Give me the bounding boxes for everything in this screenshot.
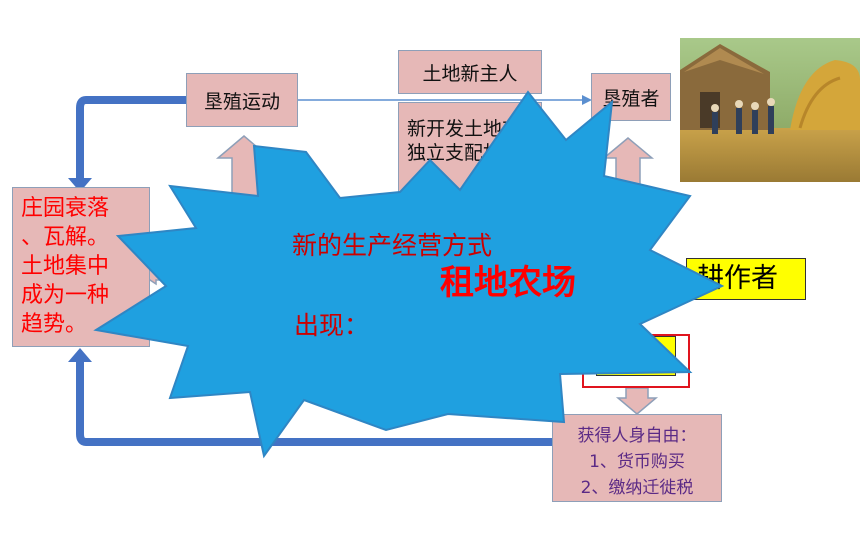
land-new-owner-label: 土地新主人: [422, 62, 518, 85]
burst-line-2: 出现：: [294, 311, 370, 340]
freedom-item-1: 1、货币购买: [589, 452, 685, 472]
manor-line-4: 成为一种: [21, 283, 110, 308]
new-land-text: 新开发土地有独立支配权: [407, 118, 522, 164]
block-arrow-down-serf: [615, 387, 659, 415]
reclamation-box: 垦殖运动: [186, 73, 298, 127]
connector-freedom-to-manor: [76, 360, 552, 446]
arrowhead-up-manor: [68, 348, 92, 362]
manor-line-5: 趋势。: [21, 312, 88, 337]
freedom-box: 获得人身自由： 1、货币购买 2、缴纳迁徙税: [552, 414, 722, 502]
reclamation-label: 垦殖运动: [203, 90, 280, 113]
freedom-title: 获得人身自由：: [577, 426, 697, 446]
land-new-owner-box: 土地新主人: [398, 50, 542, 94]
arrowhead-right-reclaimer: [582, 95, 592, 105]
manor-line-3: 土地集中: [21, 254, 110, 279]
burst-highlight: 租地农场: [440, 263, 576, 303]
freedom-item-2: 2、缴纳迁徙税: [580, 478, 694, 498]
burst-line-1: 新的生产经营方式: [292, 231, 493, 260]
reclaimer-label: 垦殖者: [602, 87, 660, 110]
connector-reclamation-to-manor: [76, 96, 186, 182]
starburst-shape: [93, 90, 725, 459]
manor-line-2: 、瓦解。: [21, 225, 110, 250]
arrowhead-down-manor: [68, 178, 92, 192]
manor-line-1: 庄园衰落: [21, 196, 110, 221]
